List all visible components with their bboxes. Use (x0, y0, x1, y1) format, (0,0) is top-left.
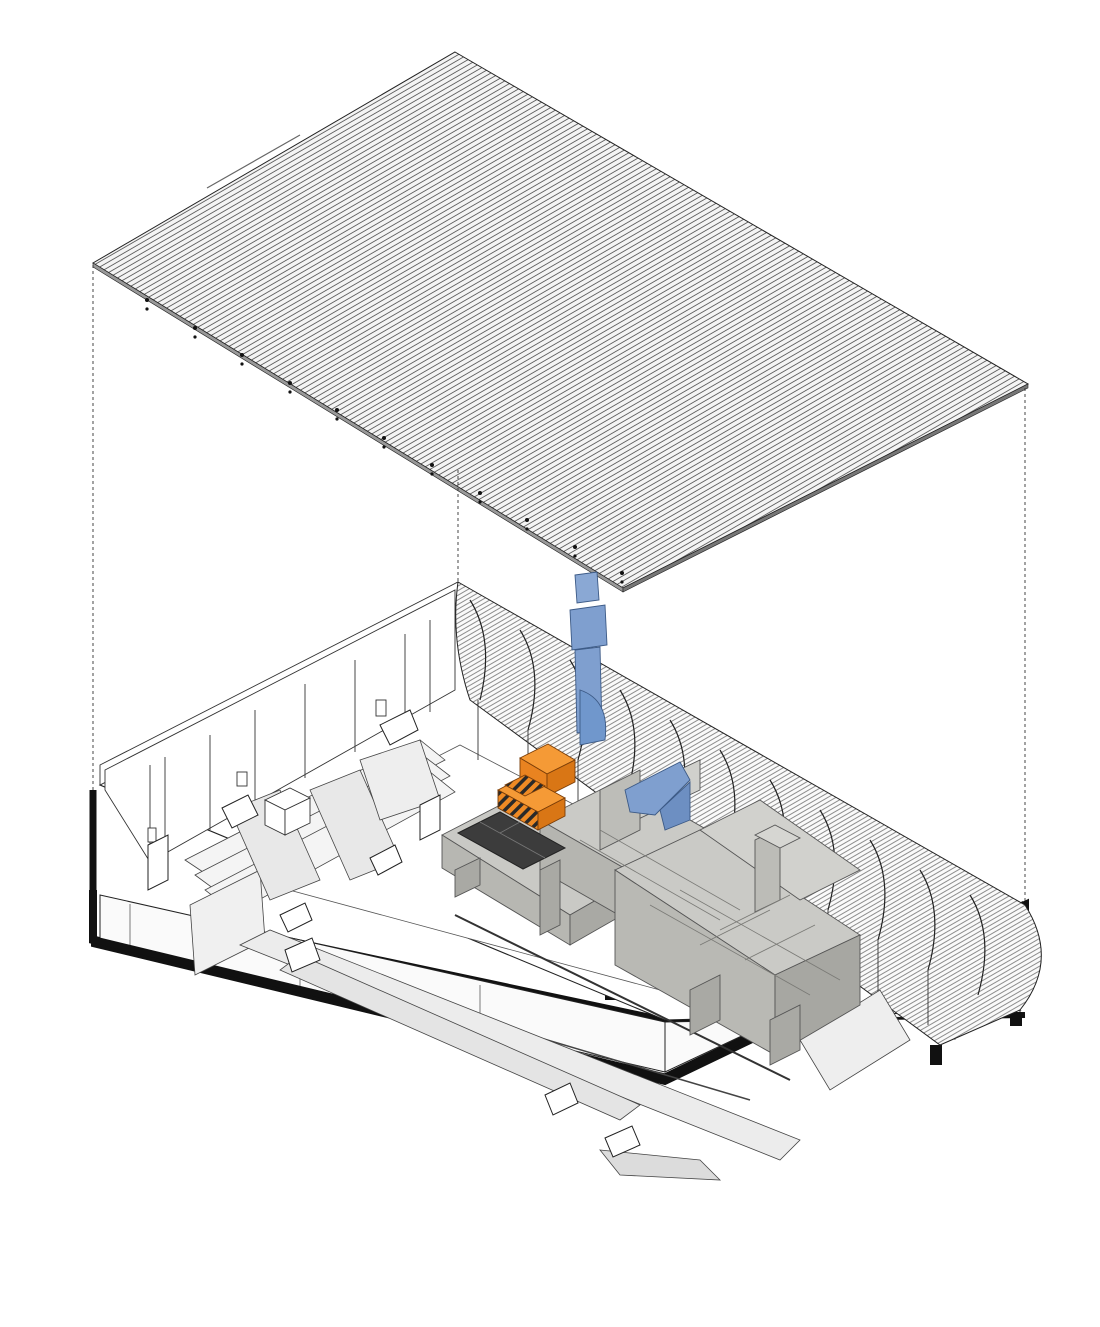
stage-box (263, 787, 312, 836)
stairs (147, 709, 641, 1158)
dark-platform (456, 811, 567, 870)
orange-boxes (497, 743, 576, 831)
seating-tiers (184, 739, 911, 1181)
projection-lines (92, 265, 1026, 905)
hanging-light-fixtures (145, 298, 624, 584)
back-wall (99, 581, 459, 863)
roof-slab (92, 51, 1030, 593)
blue-ducts (569, 571, 691, 831)
